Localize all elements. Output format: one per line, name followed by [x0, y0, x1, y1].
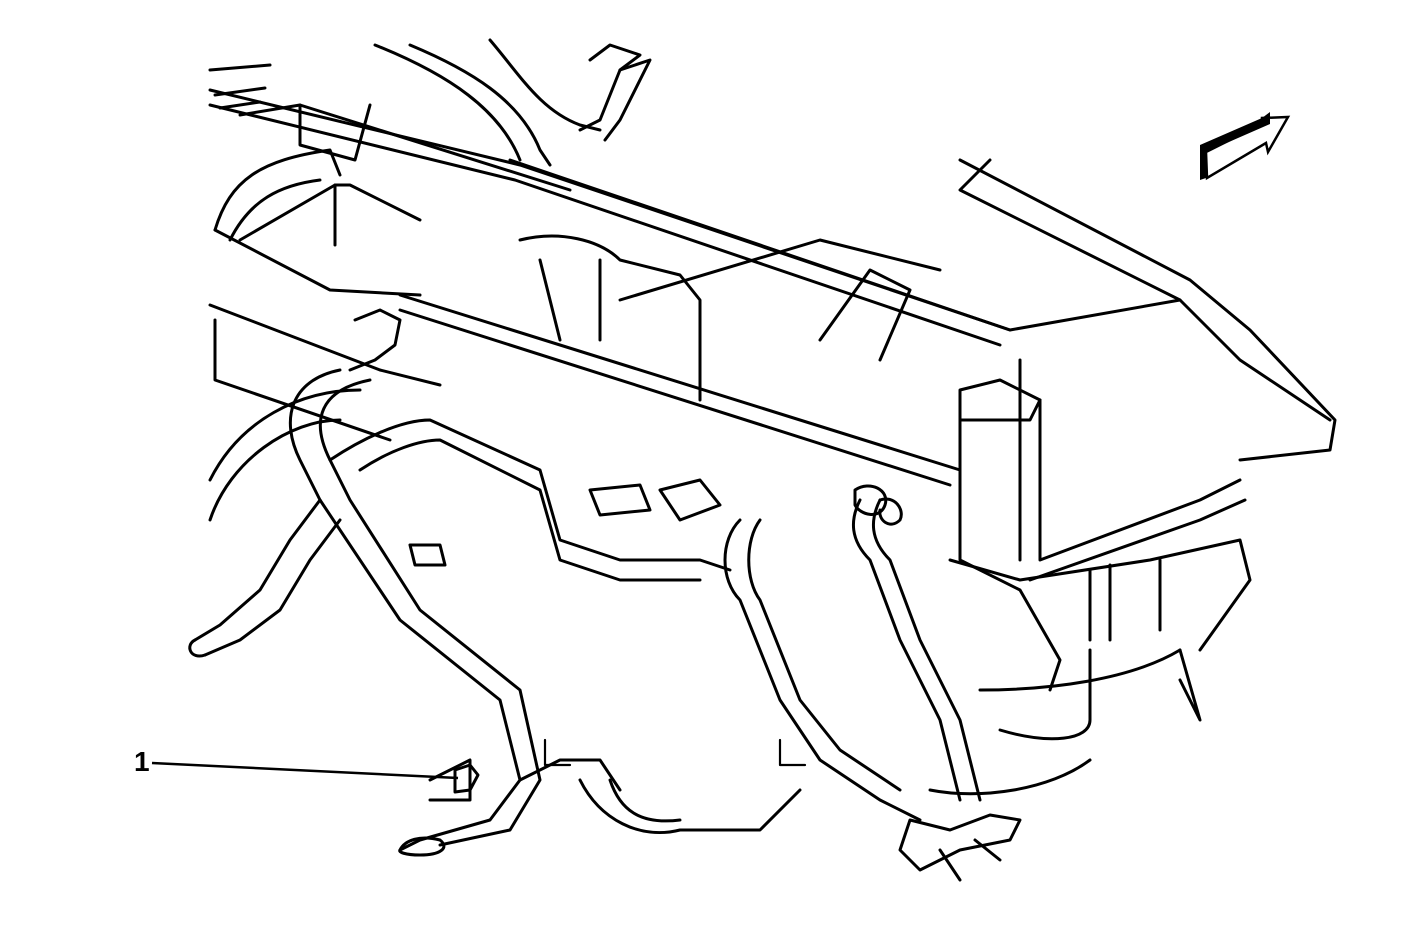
- callout-1-leader-line: [151, 761, 459, 780]
- left-duct: [208, 148, 442, 522]
- front-direction-arrow-icon: [1200, 112, 1291, 181]
- wiring-harness: [188, 308, 1022, 882]
- callout-label-1: 1: [134, 746, 150, 777]
- grommet-component: [453, 763, 480, 794]
- lower-duct: [428, 738, 807, 835]
- upper-duct-frame: [208, 38, 1337, 462]
- connectors: [408, 478, 903, 567]
- blower-housing: [928, 538, 1252, 796]
- evaporator-case: [398, 234, 1247, 692]
